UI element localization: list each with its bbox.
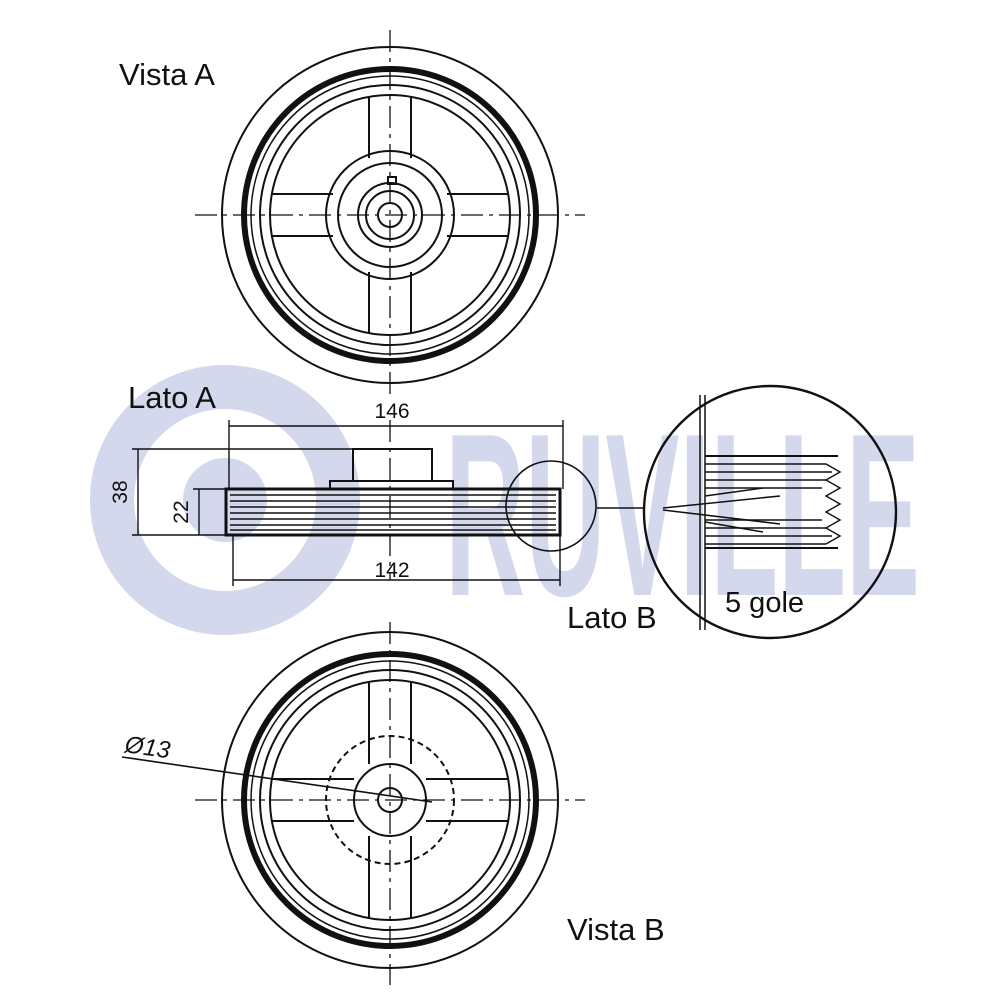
spoke-top xyxy=(368,96,412,158)
spoke-left-b xyxy=(271,778,354,822)
pulley-side-view xyxy=(224,448,645,552)
spoke-left xyxy=(271,193,333,237)
label-vista-a: Vista A xyxy=(119,57,215,92)
centerlines-view-b xyxy=(195,622,585,985)
dimension-lines xyxy=(132,420,564,586)
hub-boss xyxy=(352,448,433,482)
dim-height-38: 38 xyxy=(109,480,132,503)
spoke-right-b xyxy=(426,778,509,822)
logo-mark xyxy=(90,365,360,635)
dim-width-146: 146 xyxy=(374,400,409,423)
dim-bore-13: Ø13 xyxy=(122,731,172,764)
dim-width-142: 142 xyxy=(374,559,409,582)
grooves-label: 5 gole xyxy=(725,587,804,619)
logo-text: RUVILLE xyxy=(445,386,920,645)
centerlines-view-a xyxy=(195,30,585,398)
detail-marker xyxy=(505,460,597,552)
label-lato-a: Lato A xyxy=(128,380,216,415)
hub-bolt xyxy=(387,176,397,185)
spoke-bottom xyxy=(368,272,412,334)
label-lato-b: Lato B xyxy=(567,600,657,635)
dim-height-22: 22 xyxy=(170,500,193,523)
spoke-top-b xyxy=(368,681,412,764)
belt-grooves xyxy=(230,494,556,531)
groove-angle xyxy=(662,487,781,533)
spoke-bottom-b xyxy=(368,836,412,919)
ruville-logo: RUVILLE xyxy=(90,365,920,645)
pulley-body xyxy=(224,487,562,537)
groove-detail-view xyxy=(642,384,898,640)
label-vista-b: Vista B xyxy=(567,912,665,947)
spoke-right xyxy=(447,193,509,237)
bore-leader xyxy=(121,756,433,803)
groove-teeth xyxy=(705,463,842,545)
